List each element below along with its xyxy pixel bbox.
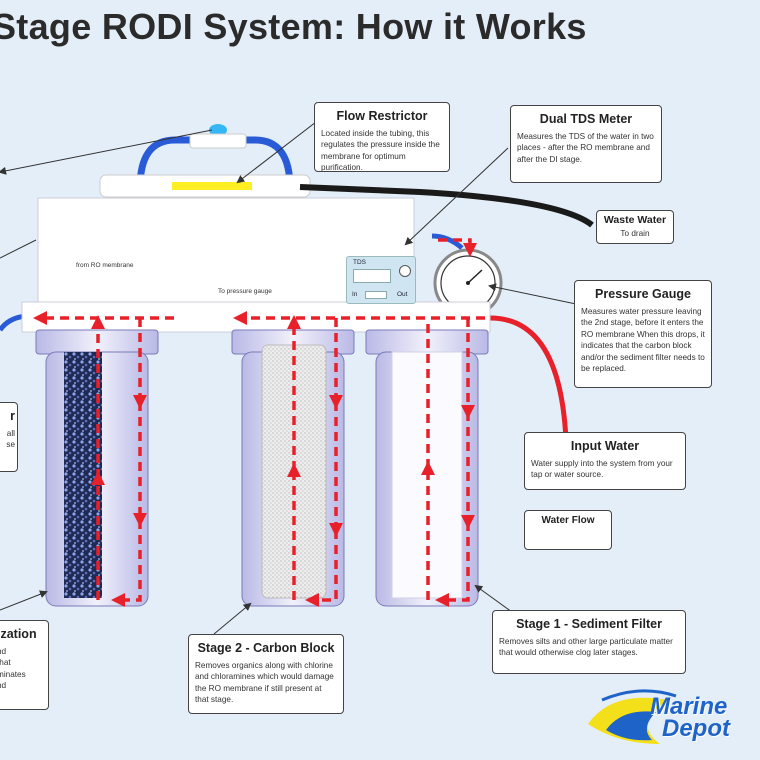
callout-flow-restrictor: Flow Restrictor Located inside the tubin… [314,102,450,172]
callout-stage3-partial: ization nd that minates nd [0,620,49,710]
callout-waste-water: Waste Water To drain [596,210,674,244]
gauge-tube [431,233,464,250]
callout-line: nd [0,647,7,656]
callout-dual-tds: Dual TDS Meter Measures the TDS of the w… [510,105,662,183]
callout-text: To drain [620,229,650,238]
tds-screen [353,269,391,283]
leader-lines [0,121,577,635]
callout-text: Removes organics along with chlorine and… [195,661,334,705]
tds-button-icon[interactable] [399,265,411,277]
input-tube [489,315,569,441]
callout-title: Input Water [570,439,640,453]
callout-line: nd [0,681,7,691]
callout-text: Removes silts and other large particulat… [499,637,673,658]
callout-stage1: Stage 1 - Sediment Filter Removes silts … [492,610,686,674]
logo-text: Marine Depot [650,693,730,742]
from-ro-label: from RO membrane [76,262,134,269]
callout-title: Dual TDS Meter [539,112,633,126]
water-flow-path [33,238,500,607]
callout-line: all [6,429,15,438]
callout-title: ization [0,627,37,641]
callout-line: minates [0,669,26,679]
tds-meter-panel: TDS In Out [346,256,416,304]
page-title: Stage RODI System: How it Works [0,6,587,47]
callout-pressure-gauge: Pressure Gauge Measures water pressure l… [574,280,712,388]
callout-title: r [10,409,15,423]
waste-tube [299,184,594,228]
callout-left-partial: r all se [0,402,18,472]
callout-input-water: Input Water Water supply into the system… [524,432,686,490]
callout-line: se [6,440,15,450]
tds-label: TDS [353,259,366,266]
callout-text: Measures the TDS of the water in two pla… [517,132,654,164]
tds-in-label: In [352,291,358,298]
marine-depot-logo [588,689,677,744]
to-gauge-label: To pressure gauge [218,288,272,295]
callout-title: Waste Water [603,214,667,226]
callout-line: that [0,658,11,668]
callout-title: Pressure Gauge [595,287,691,301]
valve-body [189,133,247,149]
callout-title: Water Flow [541,515,595,526]
logo-line1: Marine [650,693,728,720]
flow-restrictor-insert [172,182,252,190]
callout-stage2: Stage 2 - Carbon Block Removes organics … [188,634,344,714]
tds-out-label: Out [397,291,408,298]
pressure-gauge-dial [433,248,503,318]
tds-slot [365,291,387,299]
callout-title: Flow Restrictor [336,109,428,123]
callout-title: Stage 2 - Carbon Block [197,641,335,655]
callout-text: Measures water pressure leaving the 2nd … [581,307,705,374]
logo-line2: Depot [662,715,730,742]
valve-cap [209,124,227,136]
callout-water-flow-legend: Water Flow [524,510,612,550]
callout-text: Water supply into the system from your t… [531,459,673,480]
callout-title: Stage 1 - Sediment Filter [516,617,662,631]
callout-text: Located inside the tubing, this regulate… [321,129,440,173]
